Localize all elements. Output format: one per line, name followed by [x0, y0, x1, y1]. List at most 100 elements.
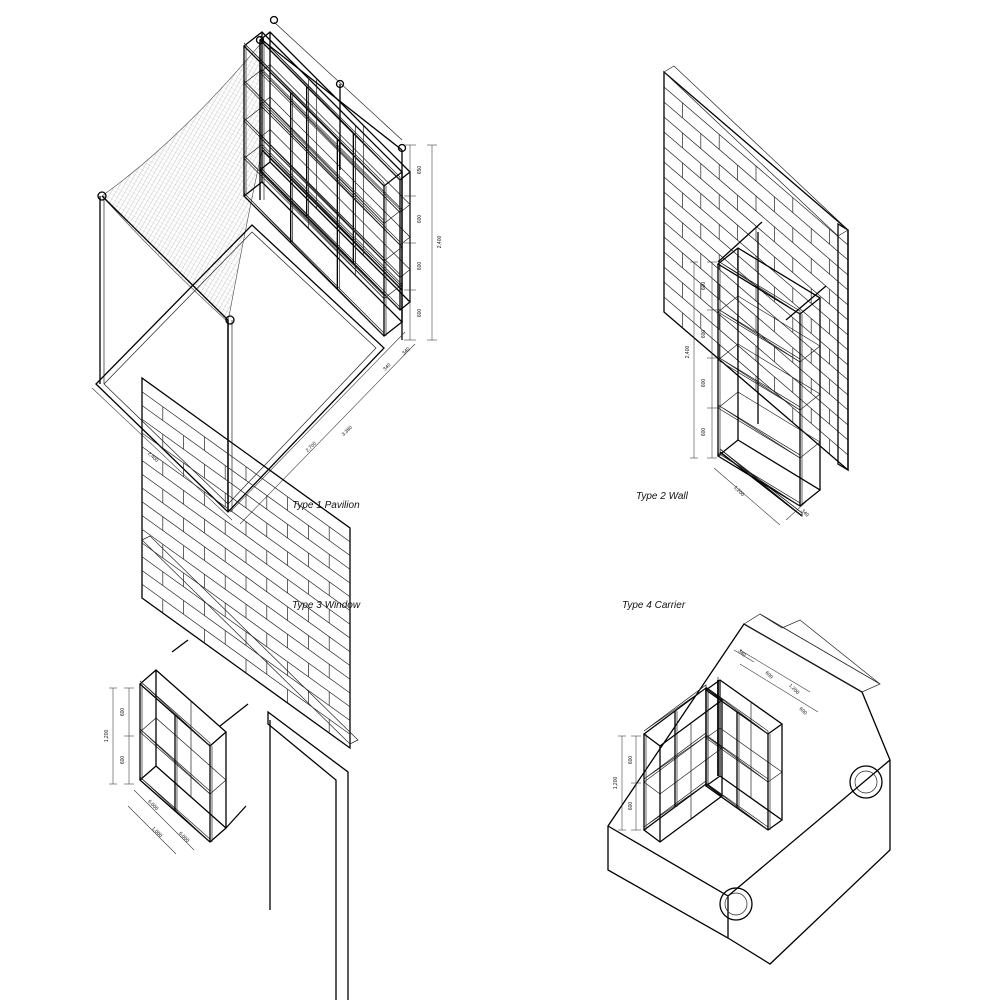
vehicle-deck-edge	[607, 825, 729, 897]
window-dim-1000: 1,000	[150, 826, 163, 839]
wall-end	[837, 222, 849, 472]
shelf-edge	[243, 42, 385, 187]
pavilion-dim-650: 650	[417, 166, 423, 175]
window-dim-6000-a: 6,000	[146, 799, 159, 812]
wall-dim-600-a: 600	[701, 282, 707, 291]
pavilion-top-beam	[101, 195, 229, 321]
window-shelf-bracket	[171, 639, 189, 653]
window-dim-6000-b: 6,000	[177, 831, 190, 844]
type4-caption: Type 4 Carrier	[622, 600, 686, 611]
window-dim-total-height: 1,200	[104, 730, 110, 743]
shelf-board	[643, 735, 723, 795]
wall-shelf-top-brace	[785, 285, 827, 321]
shelf-edge	[717, 356, 801, 411]
wall-dim-600-b: 600	[701, 330, 707, 339]
wall-face	[141, 376, 351, 750]
carrier-dim-600-b: 600	[798, 706, 808, 716]
top-rail	[261, 39, 403, 151]
brick-wall	[663, 65, 849, 472]
wall-shelving-unit	[716, 221, 827, 517]
carrier-dim-600-d: 600	[628, 802, 634, 811]
shelf-edge	[717, 452, 801, 507]
pavilion-shelving-unit	[243, 15, 411, 340]
mast-cap	[335, 79, 345, 89]
shelf-board	[717, 343, 821, 411]
wall-top	[663, 65, 849, 237]
shelf-board	[139, 717, 227, 795]
pavilion-dim-340-a: 340	[382, 362, 392, 372]
shelf-board	[139, 669, 227, 747]
wall-bricks	[663, 70, 849, 472]
type4-carrier-drawing: 340 600 1,200 600 600 600 1,200 Type 4 C…	[607, 600, 891, 965]
pavilion-frame	[95, 191, 385, 513]
shelf-board	[717, 295, 821, 363]
vehicle-wheel	[719, 887, 753, 921]
pavilion-dim-total-height: 2,400	[437, 236, 443, 249]
pavilion-tower-base	[261, 146, 403, 291]
pavilion-dim-600-c: 600	[417, 309, 423, 318]
wall-dim-total-height: 2,400	[685, 346, 691, 359]
window-dim-600-a: 600	[120, 708, 126, 717]
shelf-edge	[139, 680, 211, 747]
type2-caption: Type 2 Wall	[636, 491, 689, 502]
carrier-shelf-corner	[717, 677, 721, 776]
vehicle-cab	[759, 613, 881, 685]
type1-caption: Type 1 Pavilion	[292, 500, 360, 511]
shelf-board	[642, 783, 724, 843]
vehicle-wheel	[849, 765, 883, 799]
carrier-shelf-left	[642, 684, 724, 843]
mast-cap	[255, 35, 265, 45]
shelf-edge	[259, 36, 401, 181]
pavilion-dim-600-b: 600	[417, 262, 423, 271]
wall-dim-600-c: 600	[701, 379, 707, 388]
carrier-vehicle	[607, 613, 891, 965]
vehicle-hub	[724, 892, 748, 916]
wall-door-jamb	[267, 710, 349, 1005]
wall-shelf-tower	[716, 247, 822, 507]
vehicle-deck-edge	[727, 759, 891, 897]
pavilion-mesh-canopy	[101, 41, 263, 323]
pavilion-dimension-lines	[91, 144, 437, 525]
shelf-board	[716, 439, 822, 507]
window-shelf-bracket	[225, 805, 247, 829]
shelf-board	[704, 775, 784, 831]
carrier-dim-total-height: 1,200	[613, 777, 619, 790]
pavilion-dim-2400: 2,400	[146, 451, 159, 464]
shelf-edge	[717, 260, 801, 315]
pavilion-post-cap	[97, 191, 107, 201]
vehicle-hub	[854, 770, 878, 794]
wall-dim-600-d: 600	[701, 428, 707, 437]
type3-caption: Type 3 Window	[292, 600, 361, 611]
wall-top	[141, 535, 359, 745]
wall-shelf-top-brace	[717, 221, 763, 263]
window-shelf-bracket	[219, 703, 249, 727]
pavilion-dim-2700: 2,700	[305, 441, 318, 454]
pavilion-post-cap	[225, 315, 235, 325]
type1-pavilion-drawing: 650 600 600 600 2,400 340 340 2,700 3,38…	[91, 15, 443, 525]
shelf-edge	[643, 684, 707, 732]
carrier-dim-600-a: 600	[764, 670, 774, 680]
type3-window-drawing: 600 600 1,200 6,000 6,000 1,000 Type 3 W…	[104, 376, 361, 1005]
pavilion-base-frame	[95, 224, 385, 513]
window-shelving-unit	[139, 639, 249, 843]
carrier-shelving-unit	[642, 677, 784, 843]
type2-wall-drawing: 600 600 600 600 2,400 1,200 340 Type 2 W…	[636, 65, 849, 526]
wall-dim-1200: 1,200	[732, 485, 745, 498]
shelf-board	[642, 687, 724, 747]
pavilion-dim-600-a: 600	[417, 215, 423, 224]
carrier-dim-600-c: 600	[628, 756, 634, 765]
shelf-edge	[717, 404, 801, 459]
pavilion-dim-340-b: 340	[401, 346, 411, 356]
mast-cap	[269, 15, 279, 25]
carrier-dim-340: 340	[737, 648, 747, 658]
vehicle-roof	[743, 613, 881, 693]
carrier-dimension-lines	[618, 649, 819, 831]
window-shelf-unit	[139, 669, 227, 843]
brick-wall-with-opening	[141, 376, 359, 1005]
window-dim-600-b: 600	[120, 756, 126, 765]
wall-bricks	[141, 376, 351, 750]
pavilion-base-inner	[103, 231, 377, 505]
window-dimension-lines	[109, 687, 195, 855]
